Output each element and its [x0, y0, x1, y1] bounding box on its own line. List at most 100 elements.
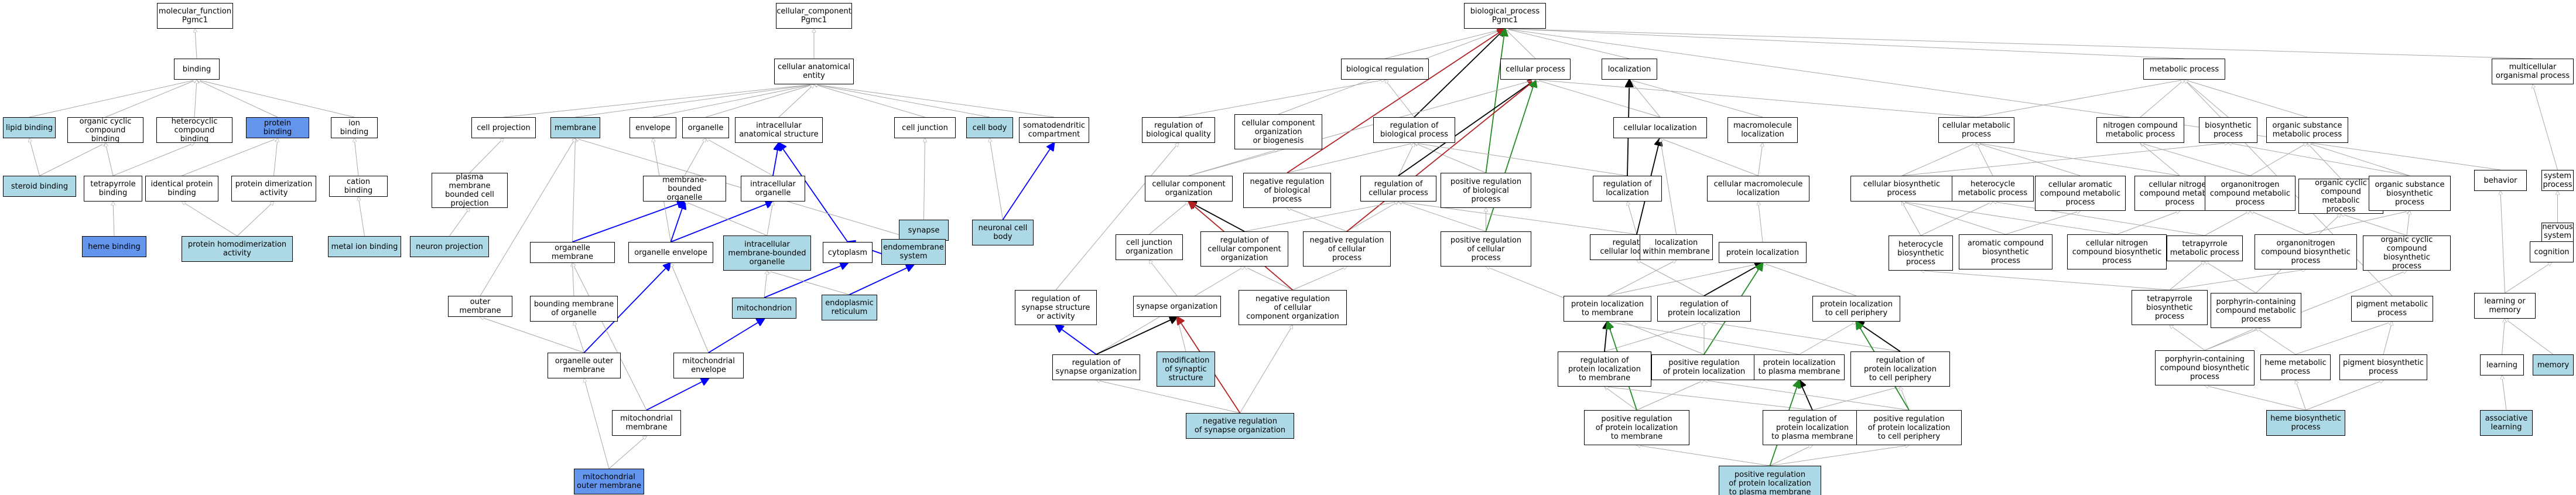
- node-somatodendritic-compartment[interactable]: somatodendritic compartment: [1019, 117, 1089, 143]
- node-behavior[interactable]: behavior: [2474, 170, 2527, 191]
- node-synapse-organization[interactable]: synapse organization: [1133, 296, 1221, 317]
- node-biological-regulation[interactable]: biological regulation: [1341, 59, 1429, 80]
- node-mitochondrial-envelope[interactable]: mitochondrial envelope: [673, 353, 744, 378]
- node-negative-regulation-of-cellular-process[interactable]: negative regulation of cellular process: [1303, 231, 1391, 267]
- node-localization-within-membrane[interactable]: localization within membrane: [1640, 234, 1713, 260]
- node-heterocyclic-compound-binding[interactable]: heterocyclic compound binding: [156, 117, 232, 143]
- node-synapse[interactable]: synapse: [899, 220, 949, 241]
- node-metabolic-process[interactable]: metabolic process: [2143, 59, 2225, 80]
- node-positive-regulation-of-protein-localization[interactable]: positive regulation of protein localizat…: [1651, 354, 1757, 380]
- node-pigment-metabolic-process[interactable]: pigment metabolic process: [2351, 296, 2433, 322]
- node-cell-junction-organization[interactable]: cell junction organization: [1116, 234, 1183, 260]
- node-membrane-bounded-organelle[interactable]: membrane-bounded organelle: [643, 176, 726, 202]
- node-cellular-nitrogen-compound-biosynthetic-process[interactable]: cellular nitrogen compound biosynthetic …: [2067, 234, 2167, 269]
- node-cytoplasm[interactable]: cytoplasm: [823, 242, 873, 263]
- node-positive-regulation-of-protein-localization-to-cell-periphery[interactable]: positive regulation of protein localizat…: [1856, 410, 1962, 445]
- node-steroid-binding[interactable]: steroid binding: [3, 176, 76, 197]
- node-cellular-macromolecule-localization[interactable]: cellular macromolecule localization: [1707, 176, 1809, 202]
- node-modification-of-synaptic-structure[interactable]: modification of synaptic structure: [1157, 351, 1215, 387]
- node-localization[interactable]: localization: [1602, 59, 1657, 80]
- node-regulation-of-protein-localization-to-membrane[interactable]: regulation of protein localization to me…: [1558, 351, 1651, 387]
- node-cellular-biosynthetic-process[interactable]: cellular biosynthetic process: [1850, 176, 1953, 202]
- node-learning-or-memory[interactable]: learning or memory: [2474, 293, 2536, 319]
- node-negative-regulation-of-cellular-component-organization[interactable]: negative regulation of cellular componen…: [1239, 290, 1347, 325]
- node-regulation-of-cellular-process[interactable]: regulation of cellular process: [1360, 176, 1436, 202]
- node-plasma-membrane-bounded-cell-projection[interactable]: plasma membrane bounded cell projection: [432, 173, 508, 208]
- node-cognition[interactable]: cognition: [2530, 241, 2574, 262]
- node-cellular-component[interactable]: cellular_component Pgmc1: [776, 3, 852, 29]
- node-negative-regulation-of-biological-process[interactable]: negative regulation of biological proces…: [1243, 173, 1331, 208]
- node-neuronal-cell-body[interactable]: neuronal cell body: [972, 220, 1034, 245]
- node-organic-substance-biosynthetic-process[interactable]: organic substance biosynthetic process: [2369, 176, 2451, 211]
- node-aromatic-compound-biosynthetic-process[interactable]: aromatic compound biosynthetic process: [1959, 234, 2052, 269]
- node-regulation-of-localization[interactable]: regulation of localization: [1593, 176, 1662, 202]
- node-protein-homodimerization-activity[interactable]: protein homodimerization activity: [182, 236, 293, 262]
- node-cell-junction[interactable]: cell junction: [894, 117, 956, 138]
- node-heterocycle-biosynthetic-process[interactable]: heterocycle biosynthetic process: [1889, 235, 1953, 271]
- node-organic-cyclic-compound-biosynthetic-process[interactable]: organic cyclic compound biosynthetic pro…: [2363, 235, 2451, 271]
- node-heterocycle-metabolic-process[interactable]: heterocycle metabolic process: [1952, 176, 2034, 202]
- node-associative-learning[interactable]: associative learning: [2480, 410, 2533, 436]
- node-cellular-component-organization[interactable]: cellular component organization: [1145, 176, 1233, 202]
- node-negative-regulation-of-synapse-organization[interactable]: negative regulation of synapse organizat…: [1186, 413, 1294, 439]
- node-positive-regulation-of-protein-localization-to-plasma-membrane[interactable]: positive regulation of protein localizat…: [1719, 466, 1821, 495]
- node-cellular-metabolic-process[interactable]: cellular metabolic process: [1938, 117, 2014, 143]
- node-pigment-biosynthetic-process[interactable]: pigment biosynthetic process: [2339, 354, 2427, 380]
- node-biological-process[interactable]: biological_process Pgmc1: [1464, 3, 1546, 29]
- node-bounding-membrane-of-organelle[interactable]: bounding membrane of organelle: [530, 296, 618, 322]
- node-porphyrin-containing-compound-metabolic-process[interactable]: porphyrin-containing compound metabolic …: [2211, 293, 2301, 328]
- node-endomembrane-system[interactable]: endomembrane system: [881, 239, 946, 265]
- node-regulation-of-biological-quality[interactable]: regulation of biological quality: [1142, 117, 1215, 143]
- node-envelope[interactable]: envelope: [630, 117, 676, 138]
- node-macromolecule-localization[interactable]: macromolecule localization: [1727, 117, 1798, 143]
- node-organelle-outer-membrane[interactable]: organelle outer membrane: [548, 353, 621, 378]
- node-system-process[interactable]: system process: [2541, 170, 2574, 191]
- node-intracellular-anatomical-structure[interactable]: intracellular anatomical structure: [735, 117, 823, 143]
- node-regulation-of-synapse-structure-or-activity[interactable]: regulation of synapse structure or activ…: [1015, 290, 1097, 325]
- node-tetrapyrrole-binding[interactable]: tetrapyrrole binding: [84, 176, 142, 202]
- node-identical-protein-binding[interactable]: identical protein binding: [145, 176, 218, 202]
- node-tetrapyrrole-metabolic-process[interactable]: tetrapyrrole metabolic process: [2167, 235, 2243, 261]
- node-organic-substance-metabolic-process[interactable]: organic substance metabolic process: [2266, 117, 2348, 143]
- node-cellular-anatomical-entity[interactable]: cellular anatomical entity: [774, 59, 854, 84]
- node-multicellular-organismal-process[interactable]: multicellular organismal process: [2492, 59, 2574, 84]
- node-protein-dimerization-activity[interactable]: protein dimerization activity: [231, 176, 316, 202]
- node-regulation-of-synapse-organization[interactable]: regulation of synapse organization: [1052, 354, 1140, 380]
- node-cellular-localization[interactable]: cellular localization: [1613, 117, 1707, 138]
- node-learning[interactable]: learning: [2480, 354, 2524, 375]
- node-tetrapyrrole-biosynthetic-process[interactable]: tetrapyrrole biosynthetic process: [2132, 290, 2208, 325]
- node-heme-metabolic-process[interactable]: heme metabolic process: [2260, 354, 2331, 380]
- node-outer-membrane[interactable]: outer membrane: [448, 296, 512, 317]
- node-regulation-of-cellular-component-organization[interactable]: regulation of cellular component organiz…: [1200, 231, 1288, 267]
- node-biosynthetic-process[interactable]: biosynthetic process: [2199, 117, 2257, 143]
- node-protein-localization-to-plasma-membrane[interactable]: protein localization to plasma membrane: [1754, 354, 1845, 380]
- node-porphyrin-containing-compound-biosynthetic-process[interactable]: porphyrin-containing compound biosynthet…: [2155, 350, 2255, 385]
- node-cell-body[interactable]: cell body: [966, 117, 1013, 138]
- node-mitochondrial-outer-membrane[interactable]: mitochondrial outer membrane: [574, 469, 644, 494]
- node-intracellular-membrane-bounded-organelle[interactable]: intracellular membrane-bounded organelle: [723, 235, 811, 271]
- node-positive-regulation-of-protein-localization-to-membrane[interactable]: positive regulation of protein localizat…: [1584, 410, 1689, 445]
- node-protein-localization-to-cell-periphery[interactable]: protein localization to cell periphery: [1812, 296, 1900, 322]
- node-cell-projection[interactable]: cell projection: [471, 117, 536, 138]
- node-regulation-of-protein-localization-to-cell-periphery[interactable]: regulation of protein localization to ce…: [1850, 351, 1950, 387]
- node-mitochondrion[interactable]: mitochondrion: [732, 298, 796, 319]
- node-molecular-function[interactable]: molecular_function Pgmc1: [157, 3, 233, 29]
- node-heme-binding[interactable]: heme binding: [82, 236, 146, 257]
- node-regulation-of-protein-localization-to-plasma-membrane[interactable]: regulation of protein localization to pl…: [1763, 410, 1862, 445]
- node-endoplasmic-reticulum[interactable]: endoplasmic reticulum: [822, 295, 877, 320]
- node-organonitrogen-compound-biosynthetic-process[interactable]: organonitrogen compound biosynthetic pro…: [2255, 234, 2357, 269]
- node-cellular-component-organization-or-biogenesis[interactable]: cellular component organization or bioge…: [1234, 114, 1322, 149]
- node-organic-cyclic-compound-binding[interactable]: organic cyclic compound binding: [67, 117, 143, 143]
- node-protein-localization[interactable]: protein localization: [1719, 242, 1807, 263]
- node-cellular-aromatic-compound-metabolic-process[interactable]: cellular aromatic compound metabolic pro…: [2035, 176, 2126, 211]
- node-organelle-membrane[interactable]: organelle membrane: [530, 242, 615, 263]
- node-ion-binding[interactable]: ion binding: [331, 117, 378, 138]
- node-regulation-of-protein-localization[interactable]: regulation of protein localization: [1657, 296, 1751, 322]
- node-lipid-binding[interactable]: lipid binding: [3, 117, 56, 138]
- node-organelle-envelope[interactable]: organelle envelope: [628, 242, 713, 263]
- node-cation-binding[interactable]: cation binding: [329, 176, 388, 197]
- node-binding[interactable]: binding: [174, 59, 220, 80]
- node-protein-binding[interactable]: protein binding: [246, 117, 309, 138]
- node-metal-ion-binding[interactable]: metal ion binding: [328, 236, 401, 257]
- node-organelle[interactable]: organelle: [682, 117, 729, 138]
